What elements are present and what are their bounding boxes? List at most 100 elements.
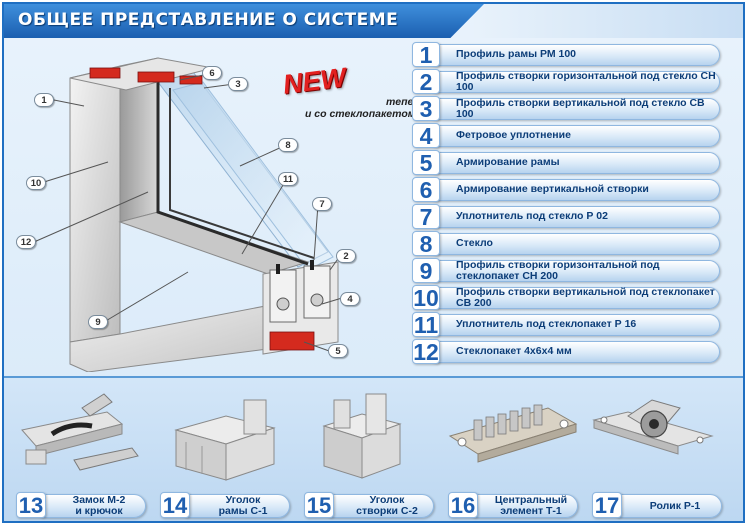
legend-number: 6: [412, 177, 440, 203]
diagram-callout-3: 3: [228, 77, 248, 91]
frame-vertical: [69, 65, 121, 343]
legend-number: 3: [412, 96, 440, 122]
component-label: Уголок рамы С-1: [218, 494, 268, 517]
component-caption: 14 Уголок рамы С-1: [156, 490, 296, 520]
legend-item: 7 Уплотнитель под стекло Р 02: [412, 204, 720, 230]
diagram-callout-2: 2: [336, 249, 356, 263]
legend-item: 1 Профиль рамы РМ 100: [412, 42, 720, 68]
component-number: 13: [16, 492, 46, 518]
legend-label: Профиль створки горизонтальной под стекл…: [456, 258, 660, 282]
diagram-callout-10: 10: [26, 176, 46, 190]
legend-number: 8: [412, 231, 440, 257]
parts-legend: 1 Профиль рамы РМ 100 2 Профиль створки …: [412, 42, 720, 365]
component-caption: 17 Ролик Р-1: [588, 490, 728, 520]
component-lock: 13 Замок М-2 и крючок: [12, 378, 152, 521]
glazing-edge-2: [169, 88, 315, 259]
component-central-element: 16 Центральный элемент Т-1: [444, 378, 584, 521]
reinforcement-top-2: [137, 71, 175, 83]
roller-1: [276, 297, 290, 311]
diagram-callout-8: 8: [278, 138, 298, 152]
legend-item: 6 Армирование вертикальной створки: [412, 177, 720, 203]
component-label: Замок М-2 и крючок: [72, 494, 126, 517]
diagram-callout-7: 7: [312, 197, 332, 211]
diagram-callout-6: 6: [202, 66, 222, 80]
reinforcement-bottom: [269, 331, 315, 351]
legend-item: 3 Профиль створки вертикальной под стекл…: [412, 96, 720, 122]
component-roller: 17 Ролик Р-1: [588, 378, 728, 521]
legend-item: 2 Профиль створки горизонтальной под сте…: [412, 69, 720, 95]
roller-2: [310, 293, 324, 307]
legend-label: Уплотнитель под стеклопакет Р 16: [456, 318, 637, 330]
glazing-edge: [156, 82, 309, 266]
legend-label: Армирование рамы: [456, 156, 560, 168]
component-number: 15: [304, 492, 334, 518]
diagram-callout-11: 11: [278, 172, 298, 186]
component-sash-corner: 15 Уголок створки С-2: [300, 378, 440, 521]
title-bar: ОБЩЕЕ ПРЕДСТАВЛЕНИЕ О СИСТЕМЕ: [4, 4, 484, 38]
component-number: 17: [592, 492, 622, 518]
lock-hook-icon: [21, 393, 139, 471]
new-subtitle: теперь и со стеклопакетом!!!: [266, 96, 426, 120]
new-subtitle-line1: теперь: [386, 96, 426, 108]
legend-item: 5 Армирование рамы: [412, 150, 720, 176]
window-profile-diagram: [33, 57, 343, 372]
legend-number: 5: [412, 150, 440, 176]
roller-icon: [592, 399, 714, 455]
components-panel: 13 Замок М-2 и крючок 14 Уголок рамы С-1: [4, 376, 743, 521]
seal-black-2: [310, 260, 314, 270]
legend-label: Профиль створки горизонтальной под стекл…: [456, 69, 716, 93]
legend-label: Профиль створки вертикальной под стекло …: [456, 96, 705, 120]
legend-label: Стеклопакет 4х6х4 мм: [456, 345, 572, 357]
legend-number: 12: [412, 339, 440, 365]
diagram-callout-5: 5: [328, 344, 348, 358]
component-number: 16: [448, 492, 478, 518]
diagram-callout-9: 9: [88, 315, 108, 329]
reinforcement-top-1: [89, 67, 121, 79]
legend-label: Профиль створки вертикальной под стеклоп…: [456, 285, 715, 309]
new-subtitle-line2: и со стеклопакетом!!!: [304, 108, 426, 120]
legend-item: 11 Уплотнитель под стеклопакет Р 16: [412, 312, 720, 338]
component-caption: 15 Уголок створки С-2: [300, 490, 440, 520]
legend-number: 10: [412, 285, 440, 311]
sash-corner-icon: [322, 393, 402, 479]
diagram-callout-1: 1: [34, 93, 54, 107]
legend-label: Уплотнитель под стекло Р 02: [456, 210, 608, 222]
frame-corner-icon: [174, 399, 276, 481]
legend-number: 7: [412, 204, 440, 230]
component-number: 14: [160, 492, 190, 518]
legend-item: 8 Стекло: [412, 231, 720, 257]
new-badge: NEW: [281, 62, 347, 99]
legend-label: Профиль рамы РМ 100: [456, 48, 577, 60]
legend-item: 12 Стеклопакет 4х6х4 мм: [412, 339, 720, 365]
page-title: ОБЩЕЕ ПРЕДСТАВЛЕНИЕ О СИСТЕМЕ: [18, 10, 399, 30]
component-label: Ролик Р-1: [649, 499, 701, 512]
legend-item: 10 Профиль створки вертикальной под стек…: [412, 285, 720, 311]
component-label: Уголок створки С-2: [356, 494, 418, 517]
glass-pane-2: [172, 81, 334, 271]
component-frame-corner: 14 Уголок рамы С-1: [156, 378, 296, 521]
legend-number: 2: [412, 69, 440, 95]
leader-lines: [33, 73, 343, 353]
diagram-callout-12: 12: [16, 235, 36, 249]
sash-section-right: [303, 265, 331, 319]
sash-section-left: [269, 269, 297, 323]
legend-number: 1: [412, 42, 440, 68]
seal-black-1: [276, 264, 280, 274]
diagram-callout-4: 4: [340, 292, 360, 306]
legend-label: Фетровое уплотнение: [456, 129, 571, 141]
legend-number: 4: [412, 123, 440, 149]
frame-inner-bottom: [118, 211, 310, 275]
legend-item: 9 Профиль створки горизонтальной под сте…: [412, 258, 720, 284]
component-label: Центральный элемент Т-1: [494, 494, 568, 517]
legend-label: Стекло: [456, 237, 493, 249]
legend-number: 9: [412, 258, 440, 284]
component-caption: 16 Центральный элемент Т-1: [444, 490, 584, 520]
new-label: NEW: [281, 62, 348, 100]
title-tail: [474, 4, 743, 38]
legend-item: 4 Фетровое уплотнение: [412, 123, 720, 149]
legend-label: Армирование вертикальной створки: [456, 183, 649, 195]
legend-number: 11: [412, 312, 440, 338]
component-caption: 13 Замок М-2 и крючок: [12, 490, 152, 520]
central-element-icon: [448, 404, 578, 463]
